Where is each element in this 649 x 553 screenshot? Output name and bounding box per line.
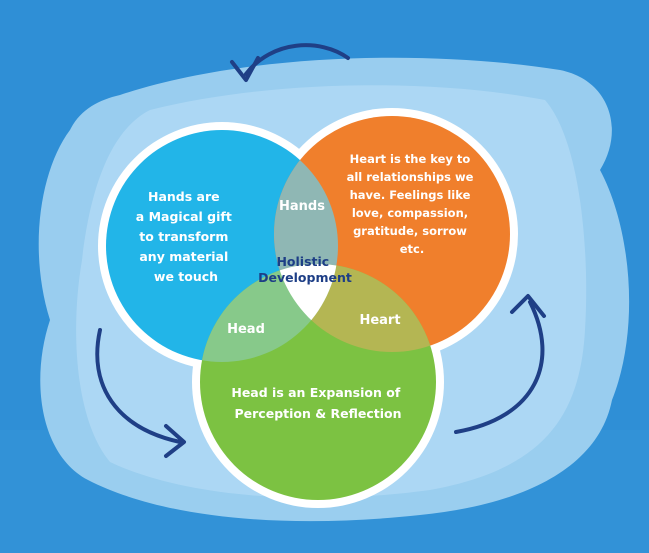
- head-overlap-region: [200, 264, 338, 362]
- center-line: Holistic: [276, 254, 329, 269]
- hands-line: a Magical gift: [136, 209, 232, 224]
- heart-overlap-region: [274, 264, 436, 352]
- overlap-label-heart: Heart: [359, 313, 400, 328]
- heart-line: gratitude, sorrow: [353, 224, 467, 238]
- hands-line: Hands are: [148, 189, 220, 204]
- heart-line: Heart is the key to: [350, 152, 471, 166]
- hands-line: any material: [139, 249, 228, 264]
- center-label: Holistic Development: [258, 254, 352, 285]
- overlap-label-hands: Hands: [279, 199, 325, 214]
- head-description: Head is an Expansion of Perception & Ref…: [231, 385, 404, 421]
- heart-line: love, compassion,: [352, 206, 468, 220]
- hands-description: Hands are a Magical gift to transform an…: [136, 189, 236, 284]
- heart-line: all relationships we: [347, 170, 474, 184]
- arrow-top-head-icon: [230, 56, 260, 82]
- cycle-arrows: [95, 43, 546, 458]
- arrow-left-icon: [95, 328, 182, 444]
- arrow-left-head-icon: [164, 424, 186, 458]
- center-line: Development: [258, 270, 352, 285]
- head-line: Head is an Expansion of: [231, 385, 400, 400]
- overlap-label-head: Head: [227, 322, 265, 337]
- heart-description: Heart is the key to all relationships we…: [347, 152, 478, 256]
- arrow-right-head-icon: [510, 294, 546, 318]
- head-line: Perception & Reflection: [235, 406, 402, 421]
- heart-line: have. Feelings like: [350, 188, 471, 202]
- arrow-right-icon: [454, 300, 545, 434]
- hands-line: to transform: [139, 229, 228, 244]
- heart-line: etc.: [400, 242, 424, 256]
- hands-line: we touch: [154, 269, 218, 284]
